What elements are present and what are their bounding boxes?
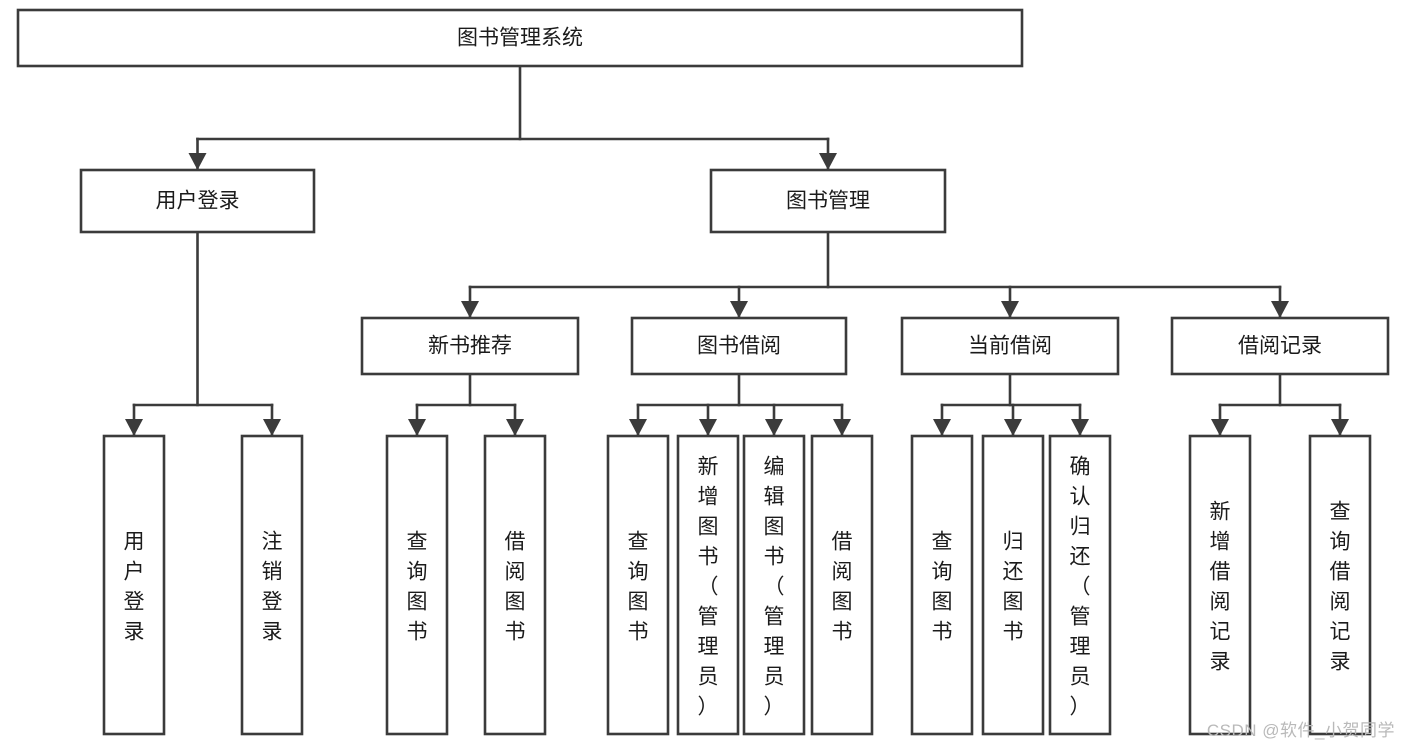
arrow-head-icon: [933, 419, 951, 436]
node-label: 查询借阅记录: [1330, 500, 1351, 673]
node-leaf-query-book-cur[interactable]: 查询图书: [910, 434, 974, 736]
node-box: [16, 8, 1024, 68]
arrow-head-icon: [699, 419, 717, 436]
node-label: 借阅图书: [505, 530, 526, 643]
arrow-head-icon: [765, 419, 783, 436]
node-leaf-borrow-book[interactable]: 借阅图书: [810, 434, 874, 736]
node-box: [385, 434, 449, 736]
arrow-head-icon: [1004, 419, 1022, 436]
node-box: [1170, 316, 1390, 376]
node-book-manage[interactable]: 图书管理: [709, 168, 947, 234]
node-layer: 图书管理系统用户登录图书管理新书推荐图书借阅当前借阅借阅记录用户登录注销登录查询…: [16, 8, 1390, 736]
node-box: [360, 316, 580, 376]
node-label: 查询图书: [932, 530, 953, 643]
node-leaf-borrow-book-rec[interactable]: 借阅图书: [483, 434, 547, 736]
node-label: 新增借阅记录: [1210, 500, 1231, 673]
node-box: [1048, 434, 1112, 736]
node-box: [742, 434, 806, 736]
node-book-borrow[interactable]: 图书借阅: [630, 316, 848, 376]
node-label: 当前借阅: [968, 335, 1052, 358]
node-label: 图书借阅: [697, 335, 781, 358]
node-box: [630, 316, 848, 376]
node-leaf-user-login[interactable]: 用户登录: [102, 434, 166, 736]
arrow-head-icon: [1211, 419, 1229, 436]
node-label: 新增图书（管理员）: [698, 455, 719, 718]
node-box: [102, 434, 166, 736]
node-box: [1188, 434, 1252, 736]
node-label: 注销登录: [262, 530, 283, 643]
node-label: 借阅图书: [832, 530, 853, 643]
arrow-head-icon: [461, 301, 479, 318]
node-leaf-add-book[interactable]: 新增图书（管理员）: [676, 434, 740, 736]
node-box: [240, 434, 304, 736]
node-box: [1308, 434, 1372, 736]
node-leaf-query-book-borrow[interactable]: 查询图书: [606, 434, 670, 736]
arrow-head-icon: [506, 419, 524, 436]
node-new-book-rec[interactable]: 新书推荐: [360, 316, 580, 376]
node-box: [810, 434, 874, 736]
node-label: 用户登录: [124, 530, 145, 643]
node-box: [79, 168, 316, 234]
node-leaf-user-logout[interactable]: 注销登录: [240, 434, 304, 736]
arrow-head-icon: [1331, 419, 1349, 436]
node-box: [606, 434, 670, 736]
arrow-head-icon: [730, 301, 748, 318]
arrow-head-icon: [263, 419, 281, 436]
arrow-head-icon: [1001, 301, 1019, 318]
arrow-head-icon: [1071, 419, 1089, 436]
node-label: 图书管理系统: [457, 27, 583, 50]
node-box: [676, 434, 740, 736]
arrow-head-icon: [629, 419, 647, 436]
connector-layer: [125, 64, 1349, 437]
arrow-head-icon: [819, 153, 837, 170]
node-box: [900, 316, 1120, 376]
node-label: 查询图书: [628, 530, 649, 643]
node-box: [483, 434, 547, 736]
node-label: 用户登录: [156, 190, 240, 213]
node-leaf-query-book-rec[interactable]: 查询图书: [385, 434, 449, 736]
node-leaf-confirm-return[interactable]: 确认归还（管理员）: [1048, 434, 1112, 736]
node-leaf-query-record[interactable]: 查询借阅记录: [1308, 434, 1372, 736]
arrow-head-icon: [188, 153, 207, 170]
node-leaf-edit-book[interactable]: 编辑图书（管理员）: [742, 434, 806, 736]
arrow-head-icon: [408, 419, 426, 436]
node-label: 归还图书: [1003, 530, 1024, 643]
node-box: [981, 434, 1045, 736]
node-current-borrow[interactable]: 当前借阅: [900, 316, 1120, 376]
node-borrow-record[interactable]: 借阅记录: [1170, 316, 1390, 376]
arrow-head-icon: [1271, 301, 1289, 318]
node-label: 确认归还（管理员）: [1070, 455, 1091, 718]
node-leaf-add-record[interactable]: 新增借阅记录: [1188, 434, 1252, 736]
node-box: [910, 434, 974, 736]
node-box: [709, 168, 947, 234]
arrow-head-icon: [125, 419, 143, 436]
node-label: 查询图书: [407, 530, 428, 643]
node-root[interactable]: 图书管理系统: [16, 8, 1024, 68]
node-user-login[interactable]: 用户登录: [79, 168, 316, 234]
node-label: 编辑图书（管理员）: [764, 455, 785, 718]
arrow-head-icon: [833, 419, 851, 436]
node-label: 新书推荐: [428, 335, 512, 358]
node-leaf-return-book[interactable]: 归还图书: [981, 434, 1045, 736]
node-label: 借阅记录: [1238, 335, 1322, 358]
node-label: 图书管理: [786, 190, 870, 213]
